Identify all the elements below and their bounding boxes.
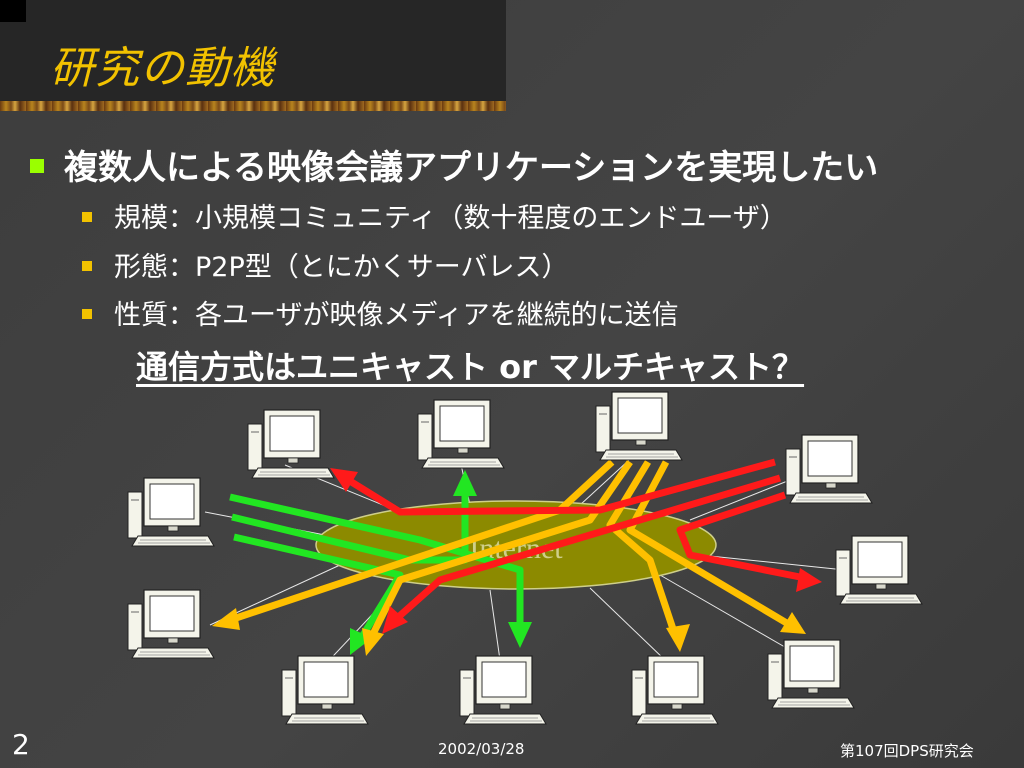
square-bullet-icon	[82, 261, 92, 271]
red-stream-arrows	[343, 458, 806, 623]
computer-icon	[459, 655, 547, 725]
red-arrowheads	[330, 468, 822, 634]
sub-bullet-text: 規模：小規模コミュニティ（数十程度のエンドユーザ）	[114, 203, 787, 234]
square-bullet-icon	[82, 309, 92, 319]
main-bullet: 複数人による映像会議アプリケーションを実現したい	[30, 140, 878, 189]
computer-icon	[127, 589, 215, 659]
computer-icon	[127, 477, 215, 547]
computer-icon	[835, 535, 923, 605]
footer-date: 2002/03/28	[438, 740, 525, 758]
computer-icon	[281, 655, 369, 725]
page-number: 2	[12, 728, 30, 761]
computer-icon	[631, 655, 719, 725]
sub-bullet-form: 形態：P2P型（とにかくサーバレス）	[82, 245, 568, 284]
title-panel	[0, 0, 506, 104]
square-bullet-icon	[82, 212, 92, 222]
computer-icon	[785, 434, 873, 504]
sub-bullet-text: 形態：P2P型（とにかくサーバレス）	[114, 252, 569, 283]
computer-icon	[247, 409, 335, 479]
title-decorative-stripe	[0, 101, 506, 111]
computer-icon	[417, 399, 505, 469]
computer-icon	[767, 639, 855, 709]
green-arrowheads	[350, 470, 532, 655]
computer-icon	[595, 391, 683, 461]
yellow-arrowheads	[212, 608, 806, 656]
corner-block	[0, 0, 26, 22]
slide-title: 研究の動機	[50, 43, 275, 94]
footer-event: 第107回DPS研究会	[840, 742, 974, 760]
square-bullet-icon	[30, 159, 44, 173]
sub-bullet-scale: 規模：小規模コミュニティ（数十程度のエンドユーザ）	[82, 196, 787, 235]
main-bullet-text: 複数人による映像会議アプリケーションを実現したい	[64, 148, 879, 188]
question-heading: 通信方式はユニキャスト or マルチキャスト？	[136, 348, 805, 386]
sub-bullet-text: 性質：各ユーザが映像メディアを継続的に送信	[114, 300, 679, 331]
sub-bullet-nature: 性質：各ユーザが映像メディアを継続的に送信	[82, 293, 679, 332]
